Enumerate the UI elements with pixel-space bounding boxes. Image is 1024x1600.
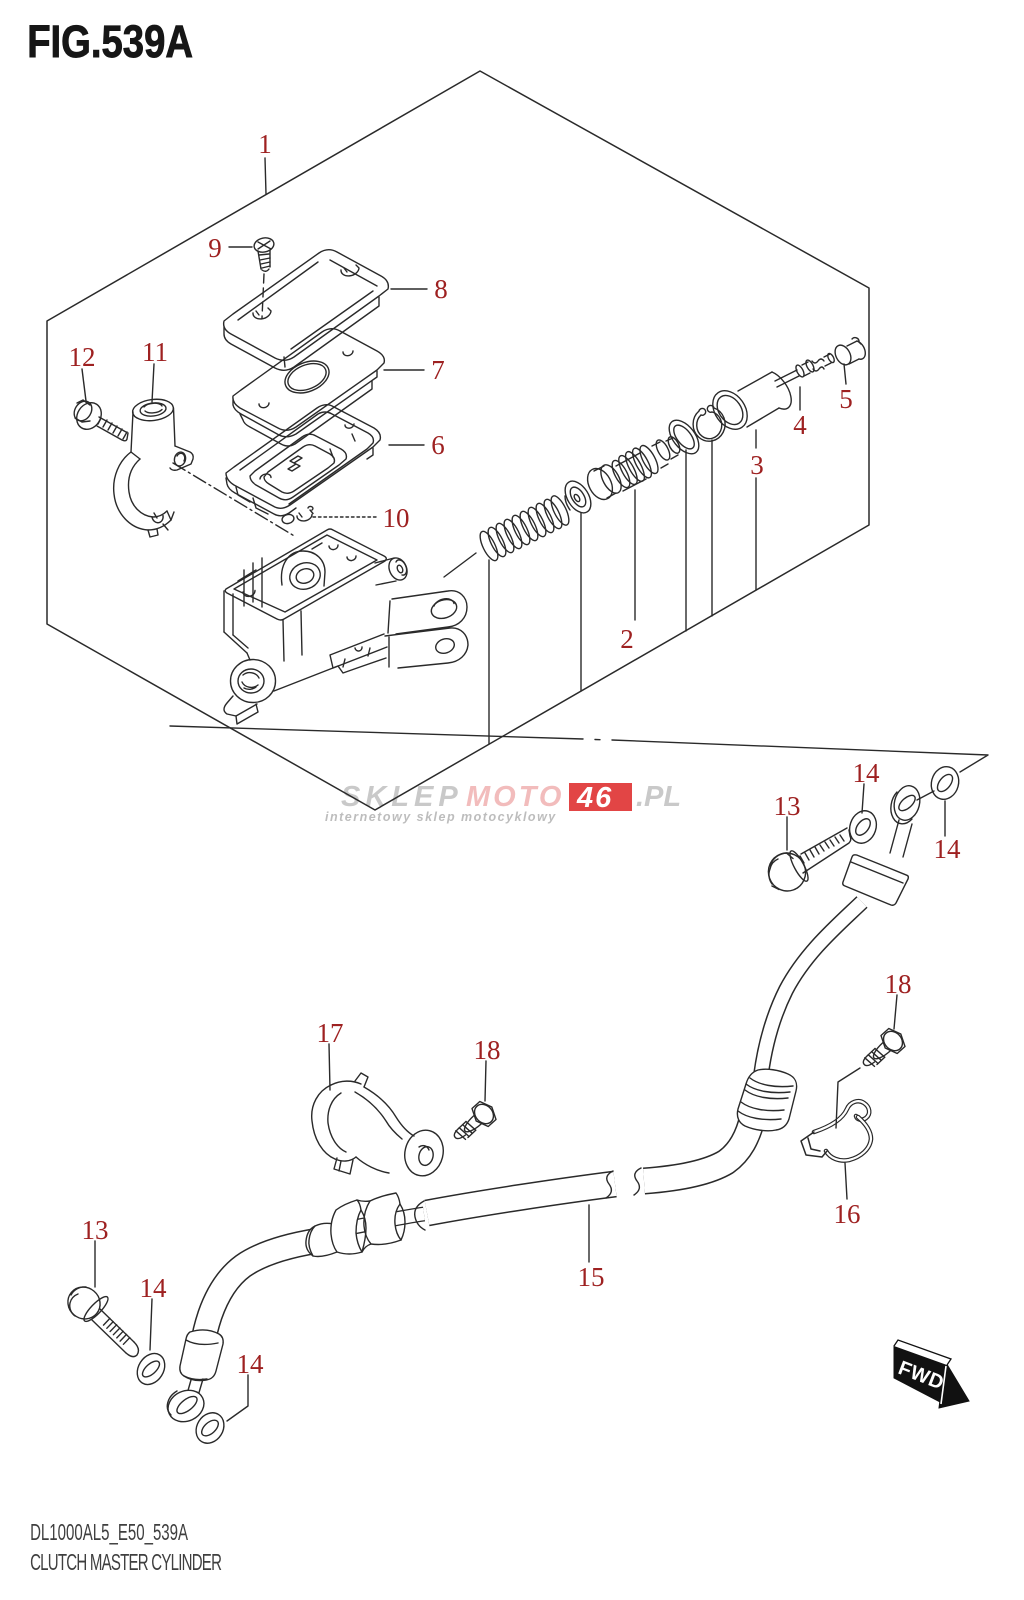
svg-text:15: 15 (578, 1262, 605, 1292)
svg-text:7: 7 (431, 355, 445, 385)
svg-text:9: 9 (208, 233, 222, 263)
svg-text:14: 14 (853, 758, 881, 788)
svg-text:14: 14 (140, 1273, 168, 1303)
svg-text:DL1000AL5_E50_539A: DL1000AL5_E50_539A (30, 1520, 189, 1546)
svg-text:18: 18 (885, 969, 912, 999)
svg-text:MOTO: MOTO (466, 781, 564, 813)
svg-text:CLUTCH MASTER CYLINDER: CLUTCH MASTER CYLINDER (30, 1550, 222, 1576)
svg-text:12: 12 (69, 342, 96, 372)
svg-text:6: 6 (431, 430, 445, 460)
svg-text:1: 1 (258, 129, 272, 159)
svg-text:13: 13 (82, 1215, 109, 1245)
svg-text:11: 11 (142, 337, 168, 367)
svg-text:16: 16 (834, 1199, 861, 1229)
svg-text:46: 46 (576, 782, 613, 814)
svg-text:10: 10 (383, 503, 410, 533)
svg-text:8: 8 (434, 274, 448, 304)
svg-text:14: 14 (237, 1349, 265, 1379)
svg-text:5: 5 (839, 384, 853, 414)
svg-text:SKLEP: SKLEP (341, 781, 463, 813)
svg-text:17: 17 (317, 1018, 344, 1048)
svg-text:14: 14 (934, 834, 962, 864)
svg-text:13: 13 (774, 791, 801, 821)
svg-text:4: 4 (793, 410, 807, 440)
svg-text:internetowy sklep motocyklowy: internetowy sklep motocyklowy (325, 810, 557, 824)
svg-text:2: 2 (620, 624, 634, 654)
svg-text:FIG.539A: FIG.539A (27, 16, 193, 67)
svg-text:18: 18 (474, 1035, 501, 1065)
svg-text:3: 3 (750, 450, 764, 480)
svg-text:.PL: .PL (636, 781, 681, 813)
